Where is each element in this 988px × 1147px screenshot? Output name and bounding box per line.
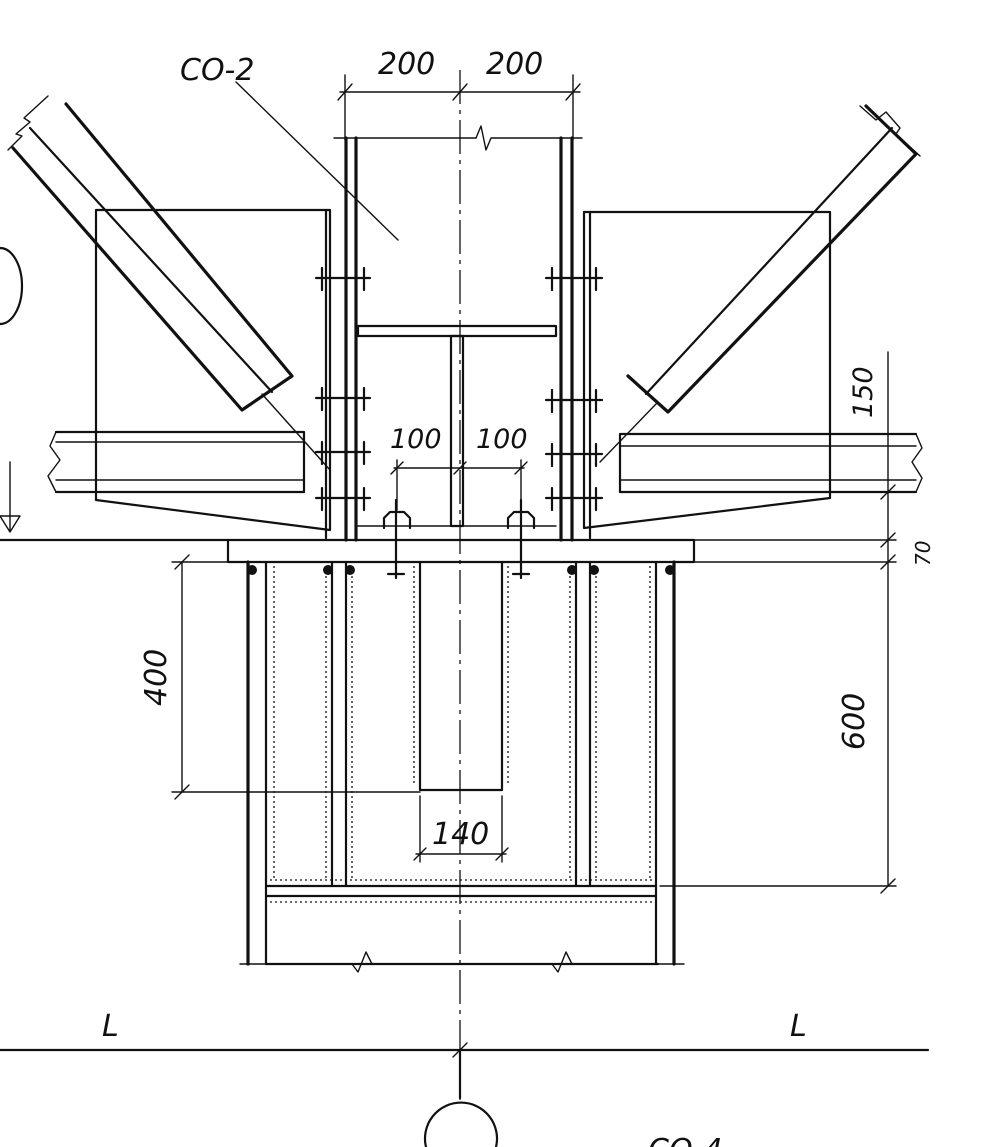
axis-line-l xyxy=(0,1042,930,1058)
base-plate xyxy=(0,538,696,564)
dim-label-150: 150 xyxy=(848,366,879,418)
support-pedestal xyxy=(239,560,685,973)
bolt-right-4 xyxy=(544,486,604,512)
bolt-right-3 xyxy=(544,442,604,468)
horizontal-strut-right xyxy=(618,432,923,494)
dim-label-100-right: 100 xyxy=(476,424,528,455)
section-mark-leader xyxy=(235,81,399,241)
axis-bubble xyxy=(423,1101,499,1147)
dim-label-70: 70 xyxy=(911,541,935,566)
dim-label-100-left: 100 xyxy=(390,424,442,455)
dim-label-600: 600 xyxy=(837,693,872,750)
horizontal-strut-left xyxy=(47,430,306,494)
gusset-plate-left xyxy=(94,208,332,540)
dimension-100-100 xyxy=(390,459,528,511)
dim-label-200-right: 200 xyxy=(486,47,543,82)
dimension-200-200 xyxy=(337,74,581,141)
dimension-400 xyxy=(171,554,421,800)
diagonal-brace-left xyxy=(7,95,331,471)
bolt-left-4 xyxy=(314,486,372,512)
dim-label-400: 400 xyxy=(139,649,174,706)
dimension-right-chain xyxy=(659,351,897,894)
bolts-right xyxy=(544,266,604,512)
partial-circle-mark xyxy=(0,246,24,326)
bolt-left-3 xyxy=(314,440,372,466)
gusset-plate-right xyxy=(582,210,832,540)
bolt-right-1 xyxy=(544,266,604,292)
bolt-right-2 xyxy=(544,388,604,414)
caption-partial: СО-4 xyxy=(648,1133,722,1147)
axis-label-left: L xyxy=(102,1009,119,1044)
dim-label-140: 140 xyxy=(432,817,489,852)
level-marker xyxy=(0,461,21,533)
section-mark-label: СО-2 xyxy=(180,53,254,88)
dimension-140 xyxy=(413,795,509,863)
bolt-left-2 xyxy=(314,386,372,412)
bolts-left xyxy=(314,266,372,512)
dim-label-200-left: 200 xyxy=(378,47,435,82)
column xyxy=(333,125,583,542)
axis-label-right: L xyxy=(790,1009,807,1044)
bolt-left-1 xyxy=(314,266,372,292)
